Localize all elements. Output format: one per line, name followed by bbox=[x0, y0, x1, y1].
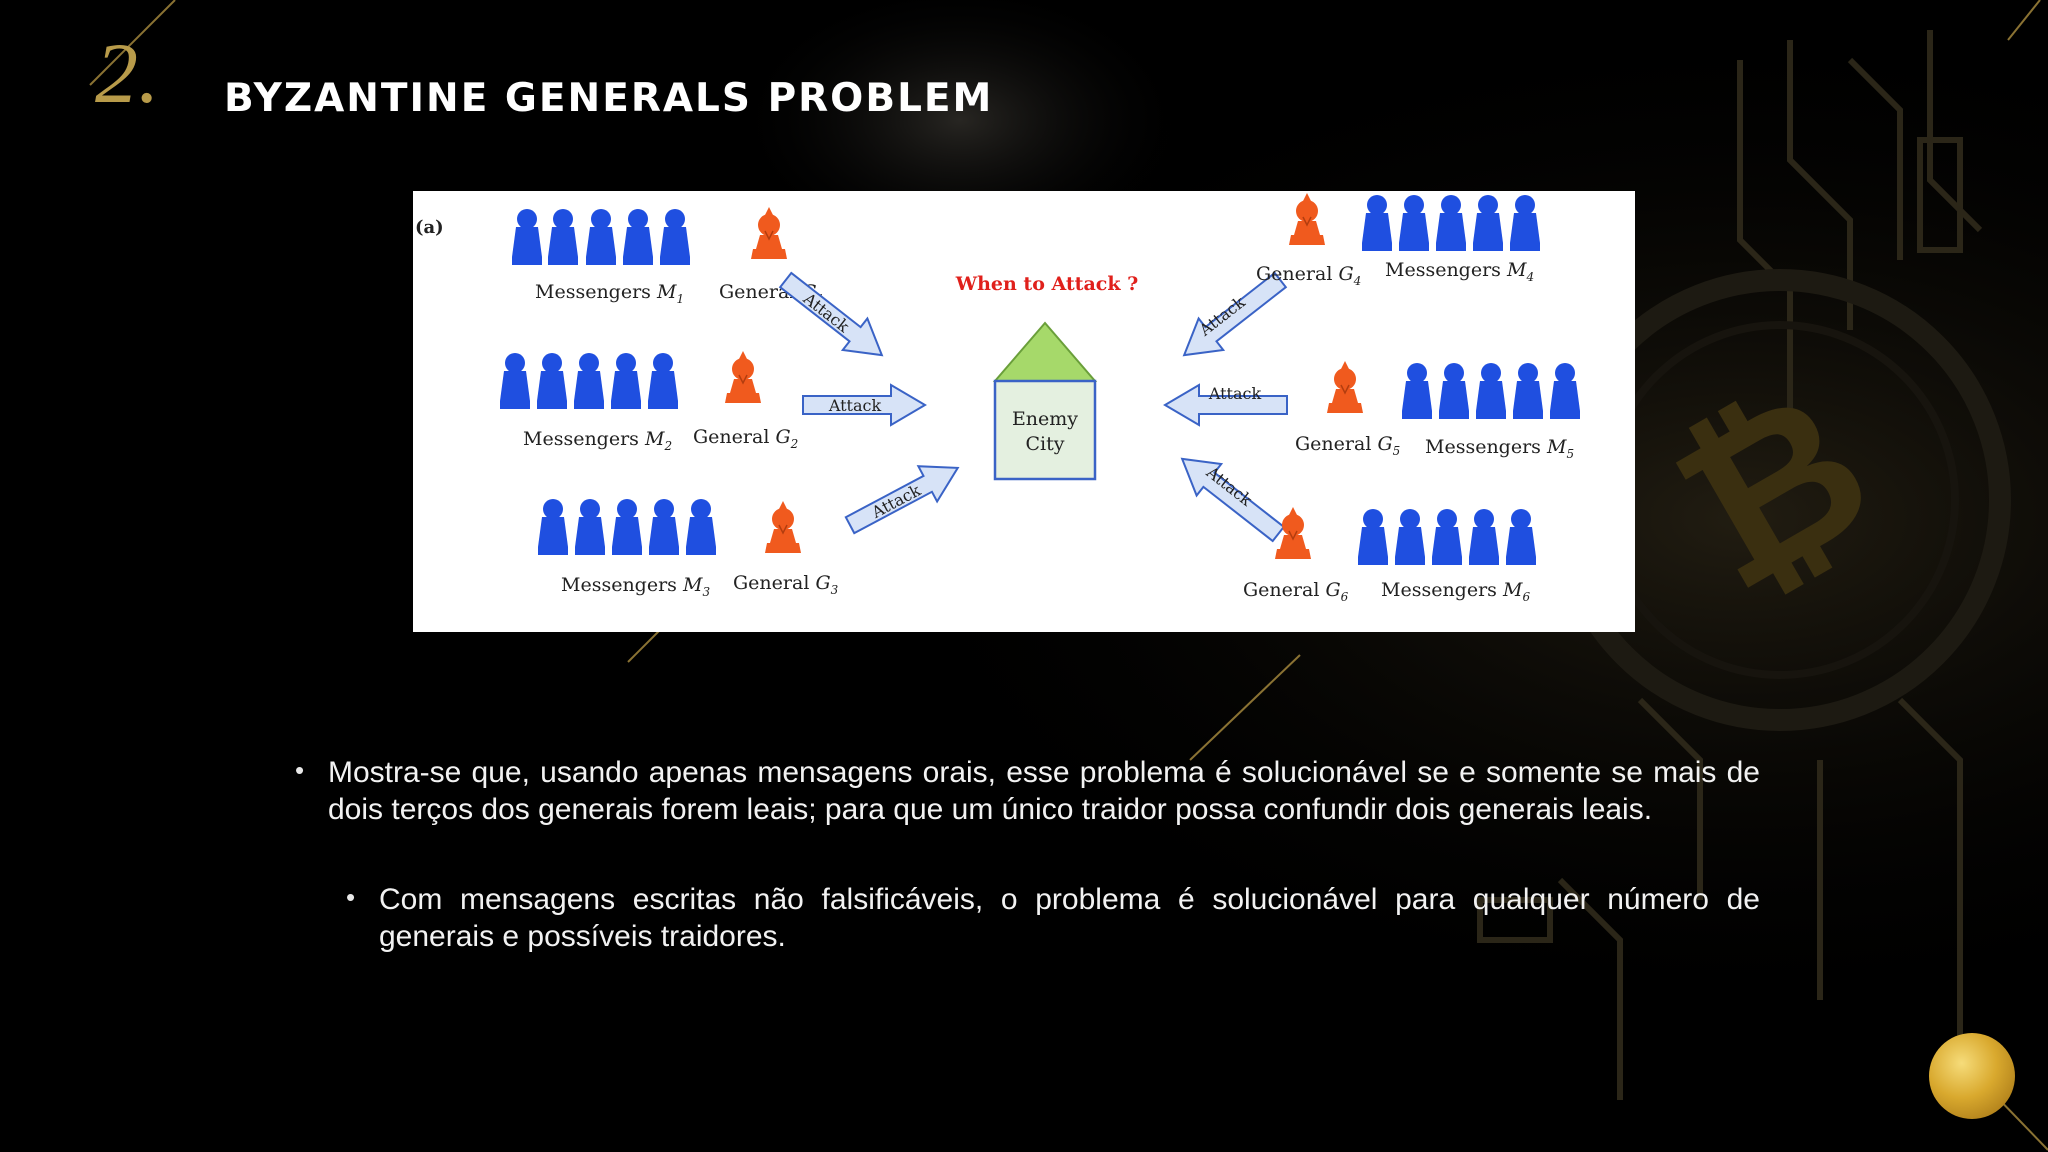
attack-arrow-g2: Attack bbox=[802, 384, 926, 426]
when-to-attack-question: When to Attack ? bbox=[955, 273, 1139, 295]
bullet-text: Mostra-se que, usando apenas mensagens o… bbox=[328, 756, 1760, 826]
general-g5-icon bbox=[1326, 360, 1364, 414]
bullet-list: • Mostra-se que, usando apenas mensagens… bbox=[295, 754, 1760, 955]
attack-arrow-g3: Attack bbox=[839, 449, 969, 544]
general-g6-icon bbox=[1274, 506, 1312, 560]
bullet-dot-icon: • bbox=[346, 882, 356, 912]
svg-text:Attack: Attack bbox=[799, 288, 853, 336]
bullet-dot-icon: • bbox=[295, 755, 305, 785]
enemy-city-icon bbox=[992, 321, 1098, 481]
messengers-group-m3 bbox=[538, 499, 716, 555]
messengers-group-m4 bbox=[1362, 195, 1540, 251]
attack-arrow-g1: Attack bbox=[772, 263, 896, 372]
panel-label: (a) bbox=[415, 217, 444, 238]
gold-coin-icon bbox=[1929, 1033, 2015, 1119]
enemy-city-label-line2: City bbox=[1026, 433, 1065, 455]
bullet-item: • Mostra-se que, usando apenas mensagens… bbox=[295, 754, 1760, 828]
circuit-pattern bbox=[1477, 30, 1983, 1100]
messengers-m1-label: Messengers M1 bbox=[535, 281, 684, 306]
general-g3-label: General G3 bbox=[733, 572, 839, 597]
svg-text:Attack: Attack bbox=[868, 480, 924, 522]
messengers-group-m6 bbox=[1358, 509, 1536, 565]
general-g1-icon bbox=[750, 206, 788, 260]
slide-number: 2. bbox=[95, 25, 160, 121]
messengers-m3-label: Messengers M3 bbox=[561, 574, 710, 599]
messengers-m6-label: Messengers M6 bbox=[1381, 579, 1530, 604]
attack-arrow-g5: Attack bbox=[1164, 384, 1288, 426]
general-g5-label: General G5 bbox=[1295, 433, 1400, 458]
general-g3-icon bbox=[764, 500, 802, 554]
svg-text:Attack: Attack bbox=[828, 396, 882, 415]
slide-title: BYZANTINE GENERALS PROBLEM bbox=[224, 76, 994, 121]
messengers-m4-label: Messengers M4 bbox=[1385, 259, 1534, 284]
messengers-group-m1 bbox=[512, 209, 690, 265]
general-g6-label: General G6 bbox=[1243, 579, 1349, 604]
svg-text:Attack: Attack bbox=[1208, 384, 1262, 403]
general-g2-icon bbox=[724, 350, 762, 404]
general-g2-label: General G2 bbox=[693, 426, 798, 451]
sub-bullet-item: • Com mensagens escritas não falsificáve… bbox=[346, 881, 1760, 955]
attack-arrow-g6: Attack bbox=[1168, 442, 1292, 551]
messengers-group-m2 bbox=[500, 353, 678, 409]
bullet-text: Com mensagens escritas não falsificáveis… bbox=[379, 883, 1760, 953]
general-g4-icon bbox=[1288, 192, 1326, 246]
messengers-m5-label: Messengers M5 bbox=[1425, 436, 1574, 461]
generals-diagram: (a) Messengers M1 General G1 Messengers … bbox=[415, 192, 1580, 604]
byzantine-generals-figure: (a) Messengers M1 General G1 Messengers … bbox=[413, 191, 1635, 632]
messengers-m2-label: Messengers M2 bbox=[523, 428, 672, 453]
general-g4-label: General G4 bbox=[1256, 263, 1361, 288]
messengers-group-m5 bbox=[1402, 363, 1580, 419]
enemy-city-label-line1: Enemy bbox=[1012, 408, 1078, 430]
